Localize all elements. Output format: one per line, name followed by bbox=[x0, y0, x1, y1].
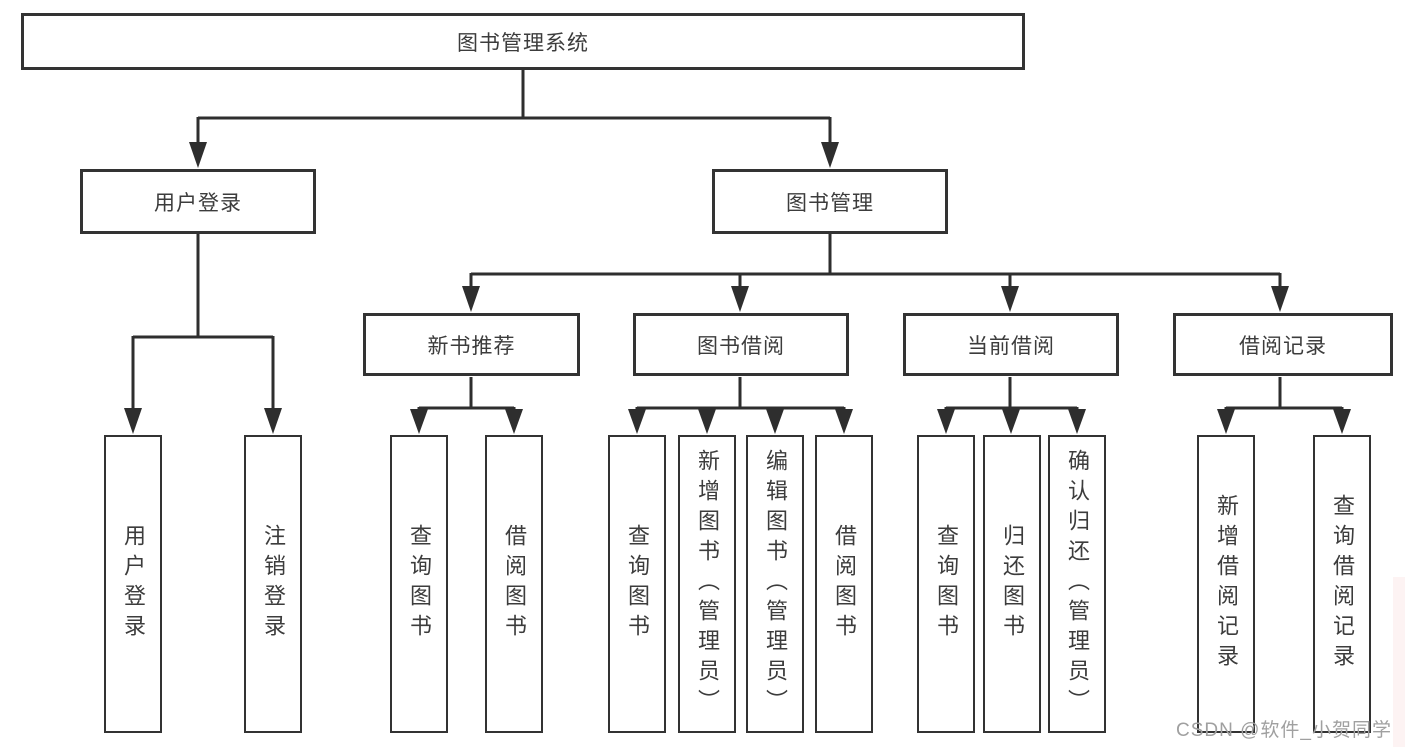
leaf-add-book-admin: 新增图书（管理员） bbox=[678, 435, 736, 733]
node-label: 新书推荐 bbox=[427, 334, 516, 358]
node-book-borrowing: 图书借阅 bbox=[633, 313, 849, 376]
leaf-confirm-return-admin: 确认归还（管理员） bbox=[1048, 435, 1106, 733]
leaf-borrow-books-newbook: 借阅图书 bbox=[485, 435, 543, 733]
leaf-label: 查询图书 bbox=[407, 524, 432, 644]
node-new-book-recommend: 新书推荐 bbox=[363, 313, 580, 376]
node-label: 用户登录 bbox=[154, 191, 242, 215]
leaf-borrow-books-borrowing: 借阅图书 bbox=[815, 435, 873, 733]
leaf-label: 编辑图书（管理员） bbox=[763, 449, 788, 719]
node-book-management: 图书管理 bbox=[712, 169, 948, 234]
edge-tint-artifact bbox=[1393, 577, 1405, 747]
leaf-label: 归还图书 bbox=[1000, 524, 1025, 644]
leaf-query-books-current: 查询图书 bbox=[917, 435, 975, 733]
leaf-return-books: 归还图书 bbox=[983, 435, 1041, 733]
leaf-query-books-newbook: 查询图书 bbox=[390, 435, 448, 733]
leaf-label: 查询图书 bbox=[934, 524, 959, 644]
leaf-logout: 注销登录 bbox=[244, 435, 302, 733]
leaf-label: 确认归还（管理员） bbox=[1065, 449, 1090, 719]
leaf-user-login: 用户登录 bbox=[104, 435, 162, 733]
leaf-label: 借阅图书 bbox=[502, 524, 527, 644]
leaf-query-books-borrowing: 查询图书 bbox=[608, 435, 666, 733]
node-label: 图书管理 bbox=[786, 191, 874, 215]
arrowheads bbox=[124, 142, 1351, 434]
node-label: 当前借阅 bbox=[967, 334, 1055, 358]
node-system-root: 图书管理系统 bbox=[21, 13, 1025, 70]
node-borrowing-records: 借阅记录 bbox=[1173, 313, 1393, 376]
leaf-label: 注销登录 bbox=[261, 524, 286, 644]
leaf-label: 借阅图书 bbox=[832, 524, 857, 644]
leaf-label: 查询图书 bbox=[625, 524, 650, 644]
node-user-login: 用户登录 bbox=[80, 169, 316, 234]
leaf-label: 新增借阅记录 bbox=[1214, 494, 1239, 674]
leaf-label: 查询借阅记录 bbox=[1330, 494, 1355, 674]
node-current-borrowing: 当前借阅 bbox=[903, 313, 1119, 376]
node-label: 图书借阅 bbox=[697, 334, 785, 358]
csdn-watermark: CSDN @软件_小贺同学 bbox=[1176, 720, 1392, 741]
node-label: 图书管理系统 bbox=[457, 31, 589, 55]
leaf-label: 新增图书（管理员） bbox=[695, 449, 720, 719]
leaf-query-borrow-record: 查询借阅记录 bbox=[1313, 435, 1371, 733]
leaf-add-borrow-record: 新增借阅记录 bbox=[1197, 435, 1255, 733]
node-label: 借阅记录 bbox=[1239, 334, 1327, 358]
leaf-edit-book-admin: 编辑图书（管理员） bbox=[746, 435, 804, 733]
leaf-label: 用户登录 bbox=[121, 524, 146, 644]
